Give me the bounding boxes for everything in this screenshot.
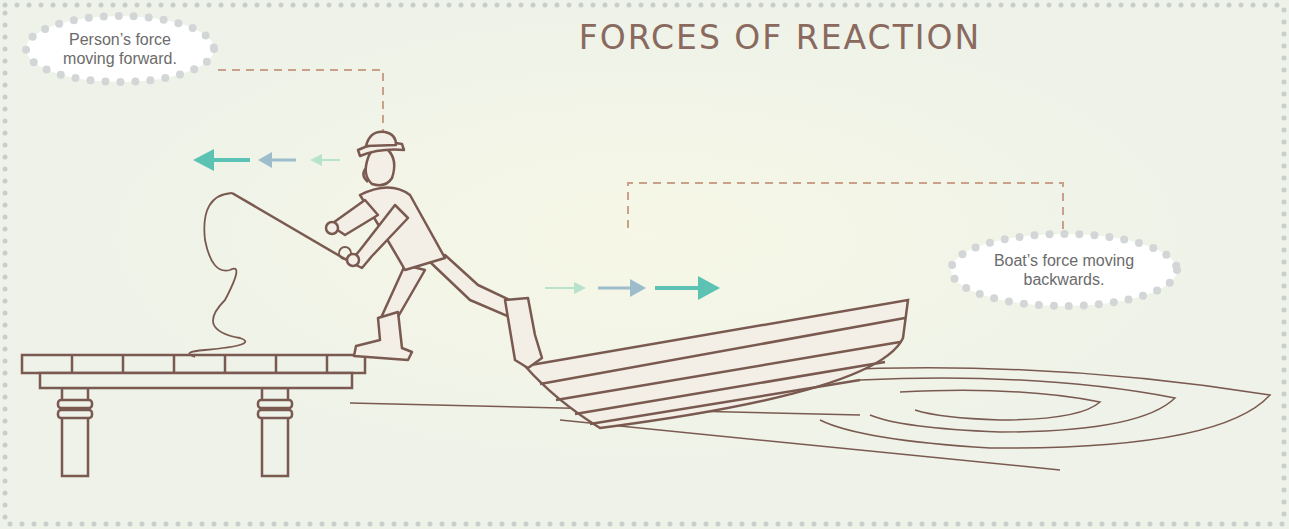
callout-text: Person’s force moving forward. — [50, 30, 190, 68]
fishing-rod — [189, 193, 351, 357]
callout-bubble: Boat’s force moving backwards. — [945, 228, 1183, 312]
bubble-outline — [945, 228, 1183, 312]
diagram-title: FORCES OF REACTION — [540, 18, 1020, 57]
callout-bubble: Person’s force moving forward. — [20, 10, 220, 88]
bubble-outline — [20, 10, 220, 88]
callout-text: Boat’s force moving backwards. — [974, 251, 1154, 289]
force-arrows-backward — [545, 276, 720, 300]
leader-line — [628, 183, 1063, 230]
dotted-frame — [5, 5, 1284, 524]
fisherman — [326, 132, 542, 368]
leader-line — [218, 70, 383, 145]
pier — [22, 355, 365, 476]
force-arrows-forward — [193, 149, 340, 171]
boat — [525, 300, 908, 428]
